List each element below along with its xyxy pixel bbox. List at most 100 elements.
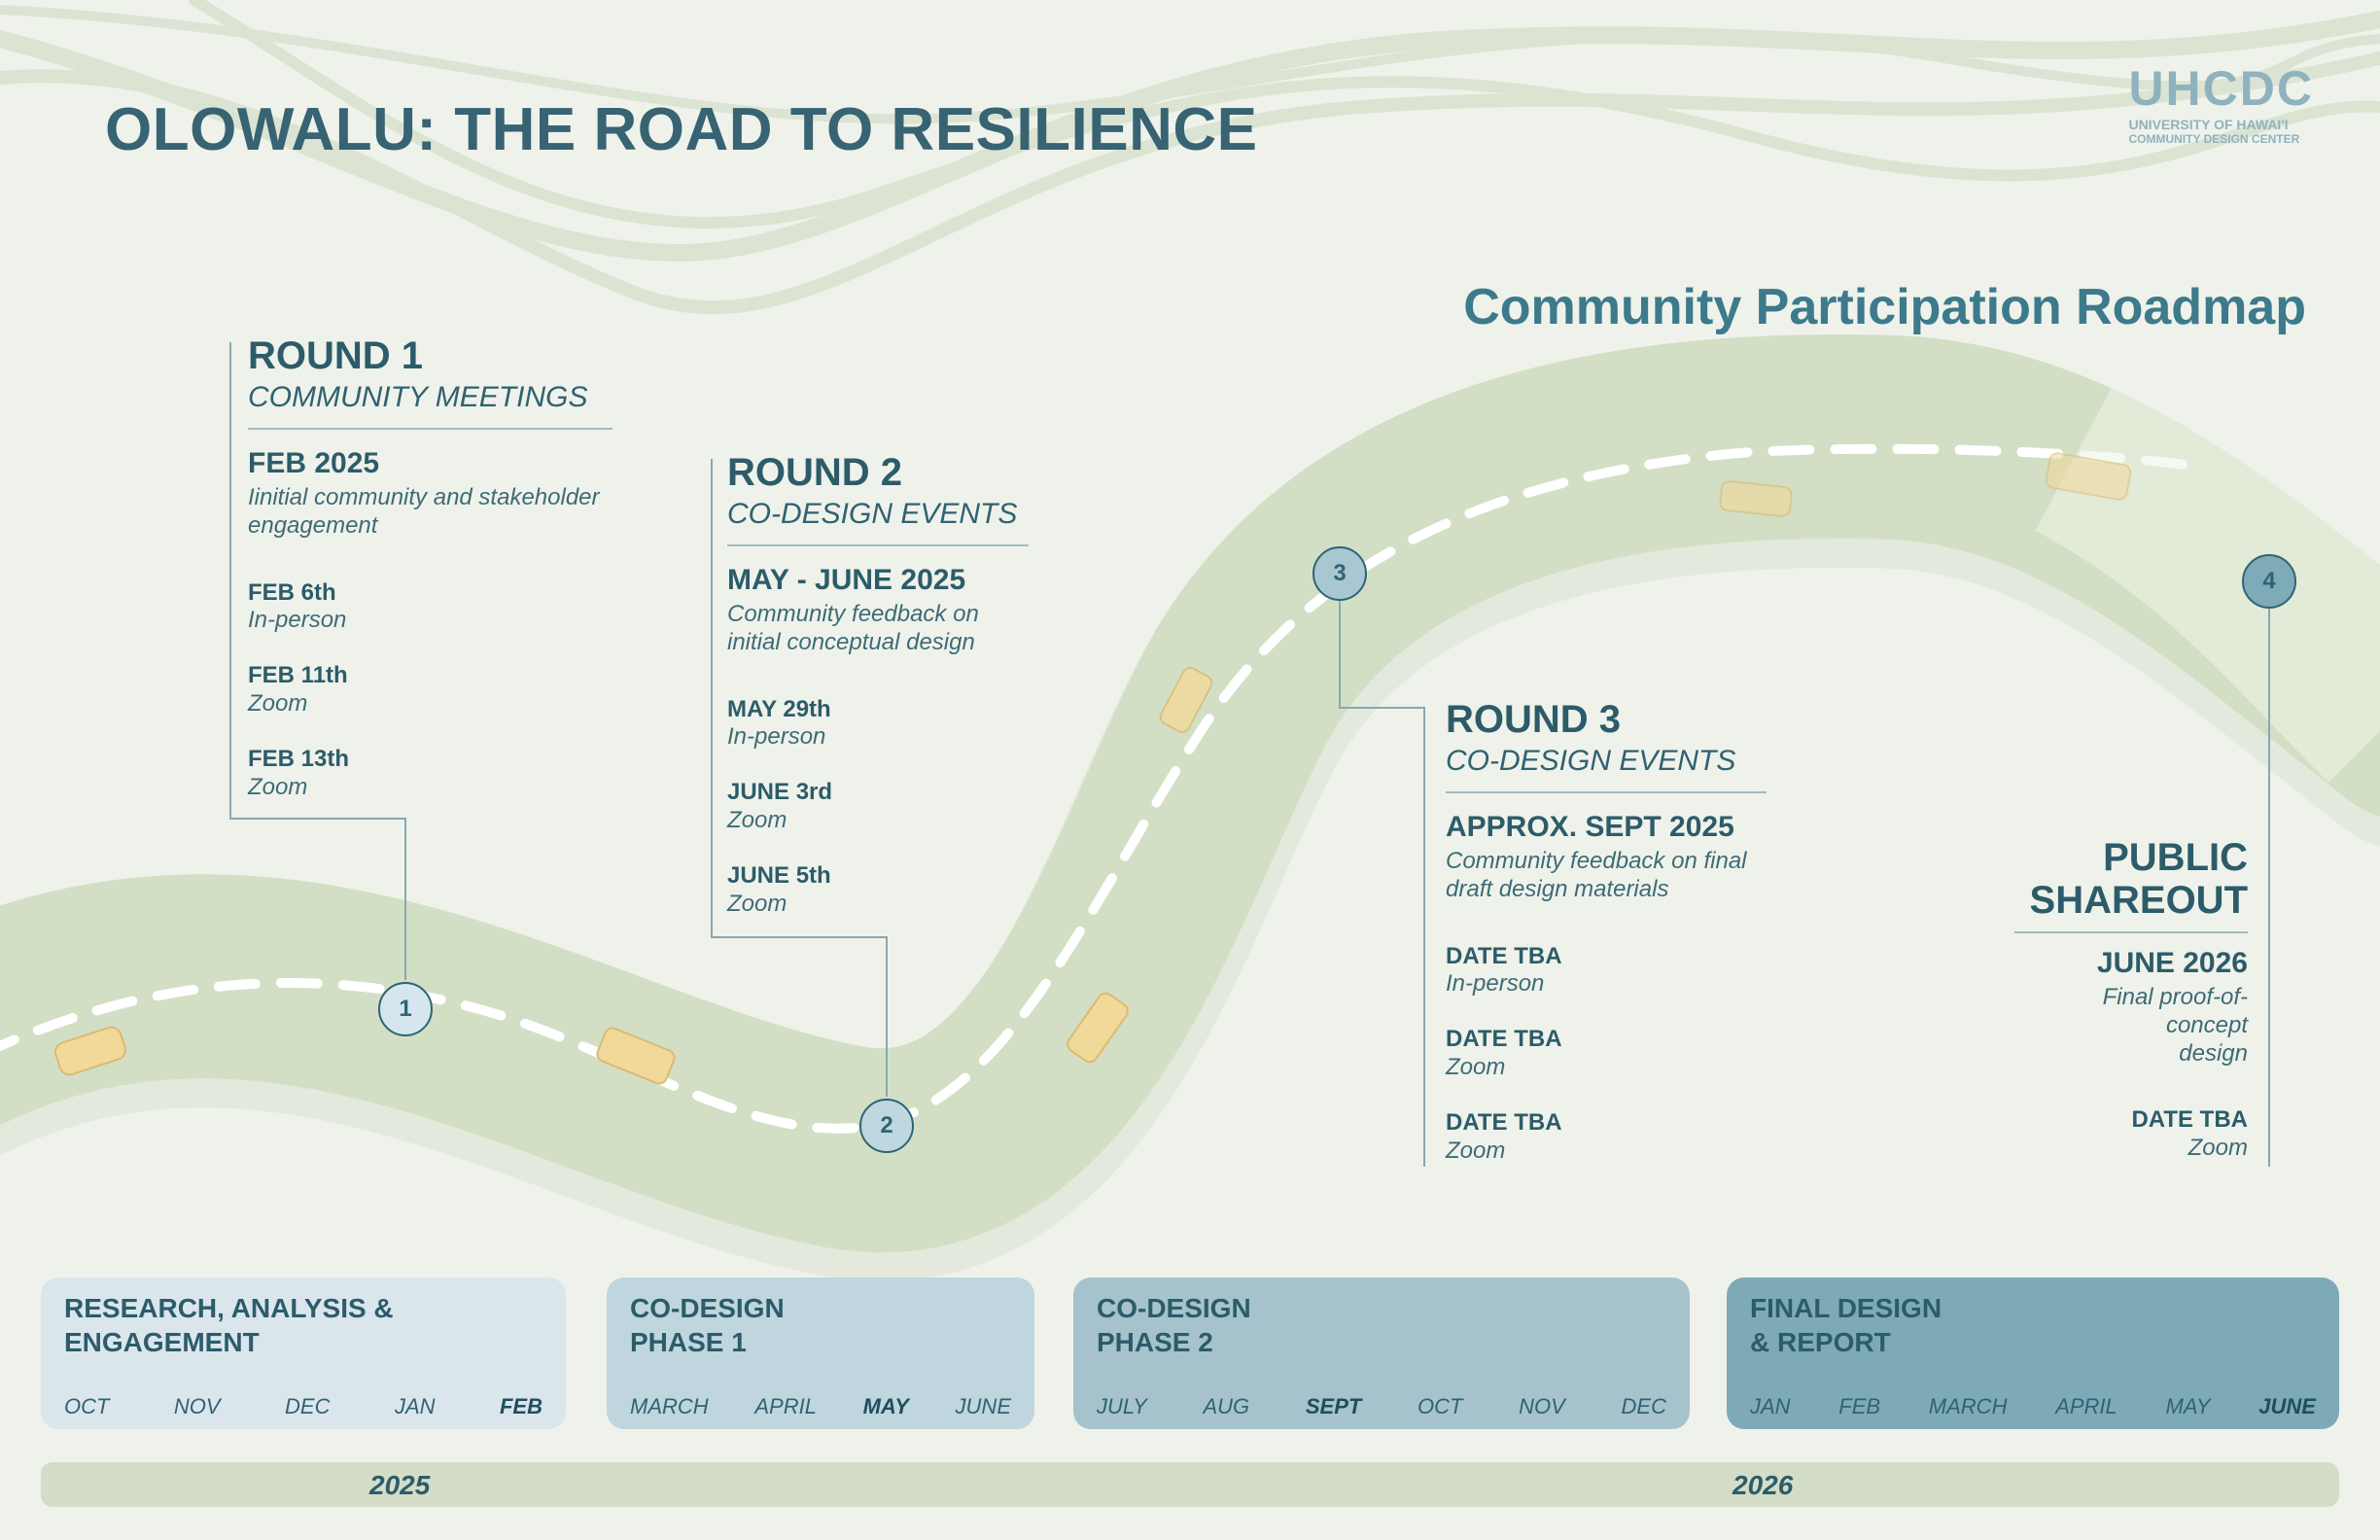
car-icon bbox=[2045, 452, 2132, 501]
month-label: JULY bbox=[1097, 1394, 1147, 1418]
phase-title: RESEARCH, ANALYSIS & ENGAGEMENT bbox=[64, 1293, 394, 1357]
event-date: MAY 29th bbox=[727, 695, 831, 722]
phase-months: JAN FEB MARCH APRIL MAY JUNE bbox=[1750, 1394, 2316, 1419]
event-item: DATE TBA Zoom bbox=[1446, 1026, 1767, 1082]
round-2-description: Community feedback on initial conceptual… bbox=[727, 601, 979, 655]
round-1-period: FEB 2025 bbox=[248, 447, 380, 479]
event-item: FEB 6th In-person bbox=[248, 579, 612, 636]
event-date: FEB 6th bbox=[248, 578, 336, 606]
round-3-period: APPROX. SEPT 2025 bbox=[1446, 811, 1734, 843]
year-label-2025: 2025 bbox=[369, 1470, 431, 1500]
logo-line-1: UNIVERSITY OF HAWAI'I bbox=[2128, 117, 2289, 132]
phase-months: MARCH APRIL MAY JUNE bbox=[630, 1394, 1011, 1419]
event-mode: Zoom bbox=[2188, 1135, 2248, 1162]
month-label: JAN bbox=[394, 1394, 436, 1418]
roadmap-subtitle: Community Participation Roadmap bbox=[1463, 279, 2306, 335]
round-1-subheading: COMMUNITY MEETINGS bbox=[248, 381, 588, 413]
public-shareout-card: PUBLIC SHAREOUT JUNE 2026 Final proof-of… bbox=[2014, 836, 2248, 1163]
event-item: MAY 29th In-person bbox=[727, 696, 1029, 752]
round-3-description: Community feedback on final draft design… bbox=[1446, 848, 1747, 902]
month-label: DEC bbox=[1621, 1394, 1666, 1418]
month-label: JAN bbox=[1750, 1394, 1791, 1418]
year-label-2026: 2026 bbox=[1732, 1470, 1794, 1500]
event-date: DATE TBA bbox=[2131, 1106, 2248, 1134]
month-label-highlight: SEPT bbox=[1305, 1394, 1362, 1418]
cars bbox=[54, 452, 2132, 1085]
phase-title: CO-DESIGN PHASE 1 bbox=[630, 1293, 785, 1357]
shareout-description: Final proof-of-concept design bbox=[2102, 984, 2248, 1067]
month-label: JUNE bbox=[955, 1394, 1011, 1418]
shareout-heading-line-2: SHAREOUT bbox=[2029, 879, 2248, 922]
month-label: MARCH bbox=[630, 1394, 709, 1418]
month-label-highlight: JUNE bbox=[2258, 1394, 2316, 1418]
logo-mark: UHCDC bbox=[2128, 61, 2314, 116]
month-label: FEB bbox=[1838, 1394, 1881, 1418]
event-item: JUNE 5th Zoom bbox=[727, 862, 1029, 919]
event-mode: In-person bbox=[727, 723, 826, 751]
event-item: FEB 13th Zoom bbox=[248, 746, 612, 802]
month-label-highlight: FEB bbox=[499, 1394, 542, 1418]
month-label: NOV bbox=[173, 1394, 221, 1418]
milestone-marker-2: 2 bbox=[859, 1099, 914, 1153]
event-date: JUNE 5th bbox=[727, 861, 831, 889]
event-mode: Zoom bbox=[1446, 1137, 1506, 1164]
divider bbox=[248, 428, 612, 430]
car-icon bbox=[1159, 667, 1213, 733]
round-3-heading: ROUND 3 bbox=[1446, 698, 1622, 741]
month-label: NOV bbox=[1519, 1394, 1565, 1418]
event-item: FEB 11th Zoom bbox=[248, 662, 612, 718]
round-2-card: ROUND 2 CO-DESIGN EVENTS MAY - JUNE 2025… bbox=[727, 451, 1029, 918]
leader-line-round-2 bbox=[711, 459, 888, 1097]
road bbox=[0, 333, 2380, 1253]
leader-lines bbox=[229, 342, 2270, 1167]
event-mode: Zoom bbox=[1446, 1053, 1506, 1080]
event-date: FEB 11th bbox=[248, 662, 348, 689]
month-label-highlight: MAY bbox=[862, 1394, 909, 1418]
milestone-marker-3: 3 bbox=[1312, 546, 1367, 601]
logo-line-2: COMMUNITY DESIGN CENTER bbox=[2128, 132, 2300, 146]
car-icon bbox=[1719, 480, 1793, 517]
event-date: DATE TBA bbox=[1446, 1108, 1562, 1136]
month-label: OCT bbox=[1418, 1394, 1463, 1418]
phase-final-design: FINAL DESIGN & REPORT JAN FEB MARCH APRI… bbox=[1727, 1278, 2339, 1429]
month-label: OCT bbox=[64, 1394, 110, 1418]
car-icon bbox=[54, 1026, 126, 1076]
round-3-subheading: CO-DESIGN EVENTS bbox=[1446, 745, 1736, 777]
month-label: MARCH bbox=[1928, 1394, 2008, 1418]
round-3-card: ROUND 3 CO-DESIGN EVENTS APPROX. SEPT 20… bbox=[1446, 698, 1767, 1165]
event-mode: Zoom bbox=[727, 890, 788, 917]
event-date: FEB 13th bbox=[248, 745, 350, 772]
organization-logo: UHCDC UNIVERSITY OF HAWAI'I COMMUNITY DE… bbox=[2128, 64, 2314, 146]
phase-title: FINAL DESIGN & REPORT bbox=[1750, 1293, 1942, 1357]
phase-months: OCT NOV DEC JAN FEB bbox=[64, 1394, 542, 1419]
event-mode: Zoom bbox=[248, 773, 308, 800]
leader-line-round-3 bbox=[1339, 601, 1425, 1167]
event-item: JUNE 3rd Zoom bbox=[727, 779, 1029, 835]
leader-line-round-1 bbox=[229, 342, 406, 980]
event-mode: Zoom bbox=[727, 806, 788, 833]
event-date: DATE TBA bbox=[1446, 942, 1562, 969]
phase-codesign-1: CO-DESIGN PHASE 1 MARCH APRIL MAY JUNE bbox=[607, 1278, 1034, 1429]
decorative-strands bbox=[0, 0, 2380, 315]
round-1-description: Iinitial community and stakeholder engag… bbox=[248, 484, 600, 539]
month-label: APRIL bbox=[754, 1394, 817, 1418]
round-1-card: ROUND 1 COMMUNITY MEETINGS FEB 2025 Iini… bbox=[248, 334, 612, 801]
milestone-marker-1: 1 bbox=[378, 982, 433, 1036]
event-item: DATE TBA Zoom bbox=[1446, 1109, 1767, 1166]
month-label: AUG bbox=[1203, 1394, 1250, 1418]
month-label: MAY bbox=[2165, 1394, 2211, 1418]
car-icon bbox=[596, 1027, 676, 1085]
phase-title: CO-DESIGN PHASE 2 bbox=[1097, 1293, 1251, 1357]
divider bbox=[1446, 791, 1767, 793]
car-icon bbox=[1067, 992, 1129, 1064]
phase-research: RESEARCH, ANALYSIS & ENGAGEMENT OCT NOV … bbox=[41, 1278, 566, 1429]
event-item: DATE TBA In-person bbox=[1446, 943, 1767, 999]
year-bar bbox=[41, 1462, 2339, 1507]
month-label: APRIL bbox=[2055, 1394, 2118, 1418]
divider bbox=[2014, 931, 2248, 933]
page-title: OLOWALU: THE ROAD TO RESILIENCE bbox=[105, 96, 1258, 163]
divider bbox=[727, 544, 1029, 546]
round-2-subheading: CO-DESIGN EVENTS bbox=[727, 498, 1018, 530]
event-mode: In-person bbox=[1446, 970, 1545, 998]
